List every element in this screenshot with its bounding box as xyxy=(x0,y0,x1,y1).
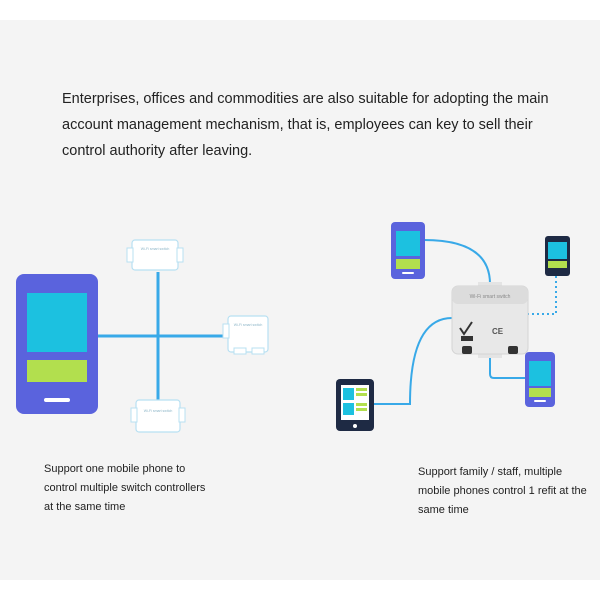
switch-module-icon-right: Wi-Fi smart switch xyxy=(222,315,269,355)
caption-left: Support one mobile phone to control mult… xyxy=(44,463,206,513)
wifi-switch-hub-icon: Wi-Fi smart switch CE xyxy=(451,282,529,358)
module-label: Wi-Fi smart switch xyxy=(144,409,173,413)
check-icon xyxy=(459,321,473,336)
module-label: Wi-Fi smart switch xyxy=(141,247,170,251)
wire-tablet xyxy=(374,317,453,405)
caption-right: Support family / staff, multiple mobile … xyxy=(418,466,587,516)
phone-icon xyxy=(16,274,98,414)
wire-phone-bottom-right xyxy=(489,346,526,379)
phone-icon-bottom-right xyxy=(525,352,555,407)
headline-text: Enterprises, offices and commodities are… xyxy=(62,91,549,159)
left-wires xyxy=(96,272,228,400)
switch-module-icon-top: Wi-Fi smart switch xyxy=(126,239,184,271)
wire-phone-top-left xyxy=(410,239,491,285)
hub-label: Wi-Fi smart switch xyxy=(470,294,511,300)
right-wires xyxy=(374,239,557,405)
module-label: Wi-Fi smart switch xyxy=(234,323,263,327)
wire-phone-top-right-dotted xyxy=(520,276,557,315)
phone-icon-top-right xyxy=(545,236,570,276)
right-diagram: Wi-Fi smart switch CE xyxy=(336,222,570,431)
ce-mark: CE xyxy=(492,327,504,336)
tablet-icon xyxy=(336,379,374,431)
switch-module-icon-bottom: Wi-Fi smart switch xyxy=(130,399,186,433)
phone-icon-top-left xyxy=(391,222,425,279)
left-diagram: Wi-Fi smart switch Wi-Fi smart switch Wi… xyxy=(16,239,269,433)
